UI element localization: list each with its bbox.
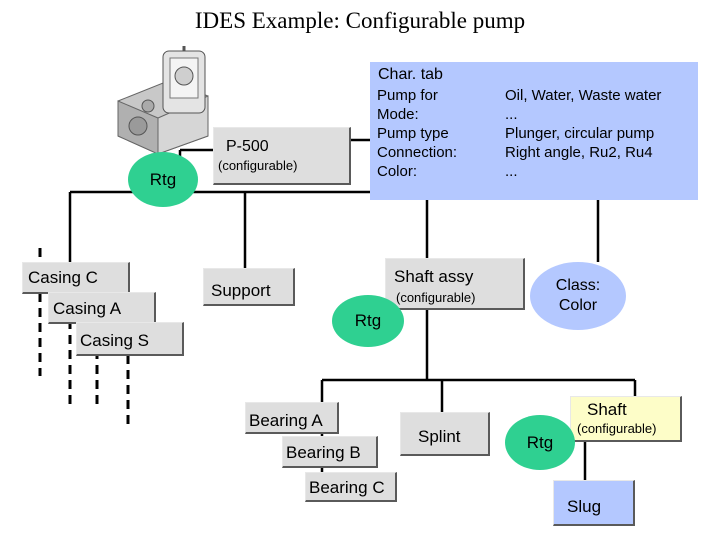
casing-a-label: Casing A <box>53 299 122 318</box>
bearing-c-box[interactable]: Bearing C <box>305 472 397 502</box>
casing-s-box[interactable]: Casing S <box>76 322 184 356</box>
char-value: Oil, Water, Waste water <box>505 87 662 104</box>
support-box[interactable]: Support <box>203 268 295 306</box>
casing-c-box[interactable]: Casing C <box>22 262 130 294</box>
root-rtg-label: Rtg <box>149 169 177 189</box>
casing-s-label: Casing S <box>80 331 149 350</box>
shaft-name: Shaft <box>587 400 627 419</box>
char-tab-values: Oil, Water, Waste water ... Plunger, cir… <box>505 86 661 181</box>
splint-label: Splint <box>418 427 461 446</box>
char-tab-title: Char. tab <box>378 66 443 83</box>
shaft-assy-name: Shaft assy <box>394 267 474 286</box>
shaft-rtg-badge[interactable]: Rtg <box>505 415 575 470</box>
pump-illustration <box>117 46 209 155</box>
shaft-assy-box[interactable]: Shaft assy (configurable) <box>385 258 525 310</box>
bearing-c-label: Bearing C <box>309 478 385 497</box>
shaft-assy-rtg-label: Rtg <box>354 311 382 330</box>
char-label: Pump for <box>377 87 438 104</box>
root-rtg-badge[interactable]: Rtg <box>128 152 198 207</box>
char-label: Connection: <box>377 144 458 161</box>
class-color-badge[interactable]: Class: Color <box>530 262 626 330</box>
shaft-box[interactable]: Shaft (configurable) <box>570 396 682 442</box>
char-label: Mode: <box>377 106 419 123</box>
root-sub: (configurable) <box>218 158 298 173</box>
char-label: Pump type <box>377 125 449 142</box>
bearing-b-box[interactable]: Bearing B <box>282 436 378 468</box>
shaft-rtg-label: Rtg <box>526 432 554 452</box>
bearing-b-label: Bearing B <box>286 443 361 462</box>
class-label: Class: <box>555 277 601 294</box>
splint-box[interactable]: Splint <box>400 412 490 456</box>
casing-c-label: Casing C <box>28 268 98 287</box>
casing-a-box[interactable]: Casing A <box>48 292 156 324</box>
page-title: IDES Example: Configurable pump <box>194 8 526 33</box>
slug-box[interactable]: Slug <box>553 480 635 526</box>
char-value: ... <box>505 163 518 180</box>
slug-label: Slug <box>567 497 602 516</box>
class-value: Color <box>558 297 598 314</box>
root-box[interactable]: P-500 (configurable) <box>213 127 351 185</box>
support-label: Support <box>211 281 271 300</box>
root-name: P-500 <box>226 138 269 155</box>
shaft-assy-rtg-badge[interactable]: Rtg <box>332 295 404 347</box>
bearing-a-label: Bearing A <box>249 411 323 430</box>
char-tab-box: Char. tab Pump for Mode: Pump type Conne… <box>370 62 698 200</box>
char-tab-labels: Pump for Mode: Pump type Connection: Col… <box>377 86 457 181</box>
shaft-sub: (configurable) <box>577 421 657 436</box>
char-value: Right angle, Ru2, Ru4 <box>505 144 653 161</box>
char-label: Color: <box>377 163 418 180</box>
shaft-assy-sub: (configurable) <box>396 290 476 305</box>
bearing-a-box[interactable]: Bearing A <box>245 402 339 434</box>
char-value: ... <box>505 106 518 123</box>
char-value: Plunger, circular pump <box>505 125 655 142</box>
